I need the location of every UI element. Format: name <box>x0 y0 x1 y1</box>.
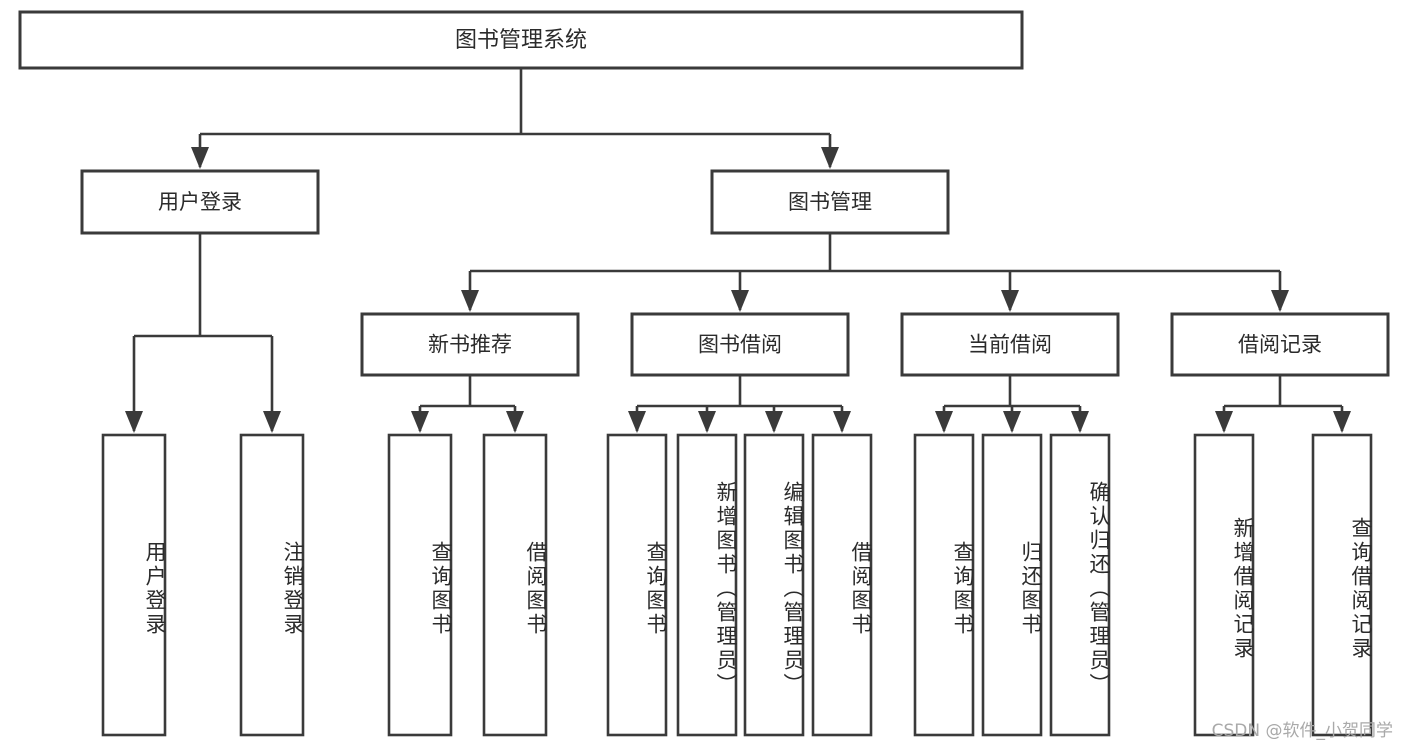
boxes-layer <box>18 10 1390 737</box>
leaf-box-8[interactable] <box>913 433 975 737</box>
node-level2-box-0[interactable] <box>80 169 320 235</box>
node-level3-box-1[interactable] <box>630 312 850 377</box>
node-level3-label-3: 借阅记录 <box>1238 333 1322 357</box>
arrow-head-icon-record-1 <box>1333 411 1351 433</box>
leaf-box-6[interactable] <box>743 433 805 737</box>
arrow-head-icon-record-0 <box>1215 411 1233 433</box>
leaf-box-4[interactable] <box>606 433 668 737</box>
arrow-head-icon-current-1 <box>1003 411 1021 433</box>
node-root-box[interactable] <box>18 10 1024 70</box>
arrow-head-icon-newbook-0 <box>411 411 429 433</box>
leaf-box-10[interactable] <box>1049 433 1111 737</box>
arrow-head-icon-borrow-1 <box>698 411 716 433</box>
node-level3-box-3[interactable] <box>1170 312 1390 377</box>
node-level2-box-1[interactable] <box>710 169 950 235</box>
arrow-head-icon-mgr-3 <box>1271 290 1289 312</box>
arrow-head-icon-current-2 <box>1071 411 1089 433</box>
arrow-head-icon-borrow-3 <box>833 411 851 433</box>
node-level3-label-2: 当前借阅 <box>968 333 1052 357</box>
leaf-box-12[interactable] <box>1311 433 1373 737</box>
arrow-head-icon-newbook-1 <box>506 411 524 433</box>
arrow-head-icon-mgr-2 <box>1001 290 1019 312</box>
leaf-box-7[interactable] <box>811 433 873 737</box>
node-level3-box-2[interactable] <box>900 312 1120 377</box>
arrow-head-icon-mgr-1 <box>731 290 749 312</box>
connectors-layer <box>125 68 1351 433</box>
leaf-box-9[interactable] <box>981 433 1043 737</box>
node-level2-label-1: 图书管理 <box>788 190 872 214</box>
watermark-text: CSDN @软件_小贺同学 <box>1211 721 1393 741</box>
arrow-head-icon-login-0 <box>125 411 143 433</box>
node-root-label: 图书管理系统 <box>455 28 587 53</box>
leaf-box-5[interactable] <box>676 433 738 737</box>
arrow-head-icon-borrow-0 <box>628 411 646 433</box>
leaf-box-1[interactable] <box>239 433 305 737</box>
arrow-head-icon-root-0 <box>191 147 209 169</box>
node-level2-label-0: 用户登录 <box>158 190 242 214</box>
leaf-box-11[interactable] <box>1193 433 1255 737</box>
arrow-head-icon-mgr-0 <box>461 290 479 312</box>
node-level3-label-1: 图书借阅 <box>698 333 782 357</box>
leaf-box-2[interactable] <box>387 433 453 737</box>
node-level3-box-0[interactable] <box>360 312 580 377</box>
arrow-head-icon-login-1 <box>263 411 281 433</box>
leaf-box-0[interactable] <box>101 433 167 737</box>
node-level3-label-0: 新书推荐 <box>428 333 512 357</box>
leaf-box-3[interactable] <box>482 433 548 737</box>
arrow-head-icon-current-0 <box>935 411 953 433</box>
arrow-head-icon-borrow-2 <box>765 411 783 433</box>
arrow-head-icon-root-1 <box>821 147 839 169</box>
